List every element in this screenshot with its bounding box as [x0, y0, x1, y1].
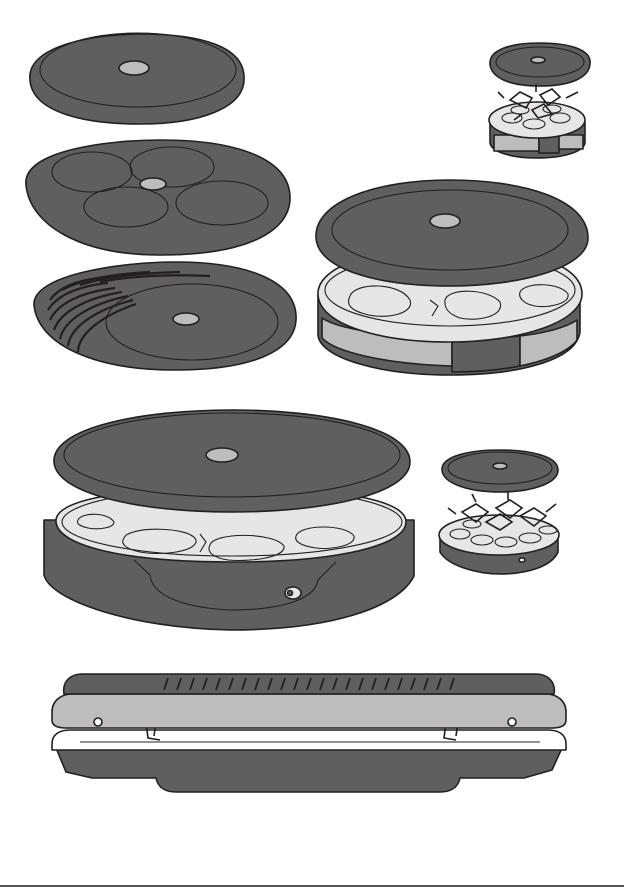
grill-plate — [34, 262, 296, 370]
lid-knob — [430, 214, 460, 228]
plate-center-knob — [119, 61, 149, 75]
lid-knob — [206, 448, 238, 462]
grill-handle-left — [94, 718, 102, 726]
raclette-assembled-base — [44, 410, 414, 630]
crepe-plate-lid — [30, 33, 244, 124]
lid-knob — [493, 463, 507, 469]
lid-knob — [531, 57, 545, 63]
raclette-set-small — [489, 43, 590, 158]
plate-center-knob — [173, 313, 199, 325]
four-pancake-plate — [26, 140, 290, 255]
long-grill — [52, 674, 566, 792]
raclette-set-medium — [439, 450, 559, 574]
plate-center-knob — [140, 178, 166, 190]
grill-handle-right — [508, 718, 516, 726]
raclette-set-large — [316, 180, 588, 375]
